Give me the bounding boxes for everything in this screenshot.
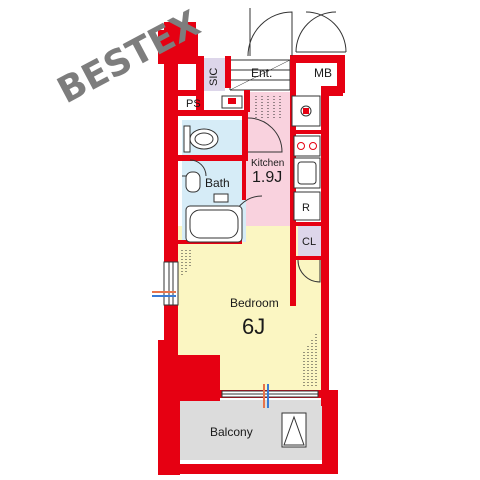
walls [158,22,345,475]
kitchen-label: Kitchen [251,158,284,169]
bedroom-window-left [163,261,179,306]
closet-area [298,226,322,256]
refrigerator-label: R [302,202,310,214]
mb-label: MB [314,66,332,80]
closet-label: CL [302,236,316,248]
kitchen-stove [293,135,321,157]
ps-label: PS [186,98,201,110]
toilet-fixture [183,125,219,153]
sic-label: SIC [208,68,220,86]
kitchen-appliance [291,95,321,127]
bath-label: Bath [205,176,230,190]
bedroom-label: Bedroom [230,296,279,310]
balcony-window [221,390,319,398]
bedroom-size-label: 6J [242,314,265,339]
balcony-hatch [281,412,307,448]
balcony-label: Balcony [210,425,253,439]
refrigerator-space [293,191,321,221]
bathtub [185,205,243,243]
washbasin [221,95,243,109]
sic-area [203,58,225,91]
kitchen-size-label: 1.9J [252,169,282,186]
airflow-bottom-arrow-icon [263,384,269,408]
airflow-left-arrow-icon [152,291,176,297]
bath-sink [185,171,229,203]
kitchen-area [248,92,291,226]
kitchen-sink [293,157,321,189]
floor-step-dots [181,96,317,388]
entrance-label: Ent. [251,66,272,80]
